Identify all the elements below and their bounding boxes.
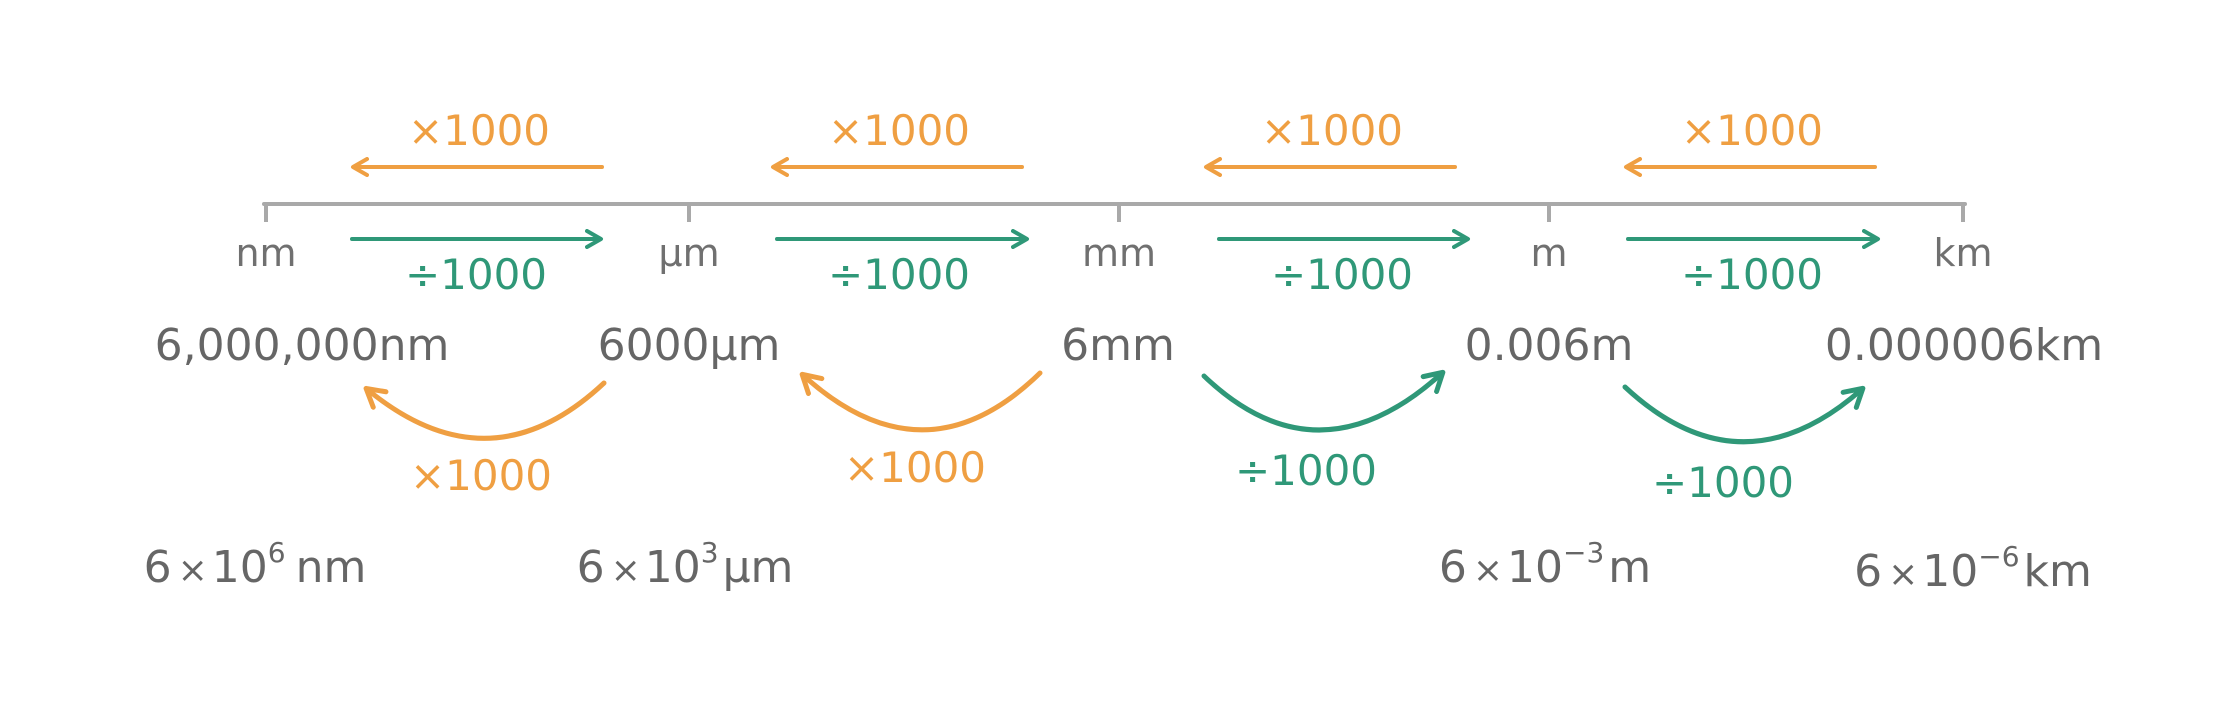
- curved-arrow-divide: [1622, 384, 1866, 445]
- curved-arrow-label: ×1000: [410, 451, 552, 500]
- unit-label-um: μm: [658, 231, 719, 275]
- bottom-arrow-label: ÷1000: [1681, 250, 1823, 299]
- sci-notation-km: 6×10−6km: [1854, 540, 2092, 597]
- unit-label-m: m: [1530, 231, 1567, 275]
- top-arrow-label: ×1000: [1261, 106, 1403, 155]
- unit-labels: nm μm mm m km: [235, 231, 1992, 275]
- curved-arrows: ×1000 ×1000 ÷1000 ÷1000: [363, 369, 1866, 507]
- bottom-arrow-label: ÷1000: [405, 250, 547, 299]
- value-um: 6000μm: [598, 320, 781, 371]
- sci-notation-um: 6×103μm: [577, 536, 794, 593]
- bottom-arrow-label: ÷1000: [1271, 250, 1413, 299]
- top-arrows: ×1000 ×1000 ×1000 ×1000: [351, 106, 1877, 177]
- curved-arrow-divide: [1201, 369, 1446, 433]
- curved-arrow-label: ×1000: [844, 443, 986, 492]
- value-km: 0.000006km: [1825, 320, 2103, 371]
- scale-line-group: [262, 202, 1967, 222]
- value-row: 6,000,000nm 6000μm 6mm 0.006m 0.000006km: [155, 320, 2103, 371]
- bottom-arrow-label: ÷1000: [828, 250, 970, 299]
- bottom-arrows: ÷1000 ÷1000 ÷1000 ÷1000: [350, 229, 1880, 299]
- sci-notation-m: 6×10−3m: [1439, 536, 1651, 593]
- value-mm: 6mm: [1061, 320, 1175, 371]
- top-arrow-label: ×1000: [1681, 106, 1823, 155]
- curved-arrow-multiply: [799, 370, 1043, 433]
- value-nm: 6,000,000nm: [155, 320, 450, 371]
- unit-label-km: km: [1933, 231, 1992, 275]
- unit-label-mm: mm: [1082, 231, 1156, 275]
- top-arrow-label: ×1000: [828, 106, 970, 155]
- curved-arrow-multiply: [363, 380, 607, 441]
- value-m: 0.006m: [1465, 320, 1634, 371]
- curved-arrow-label: ÷1000: [1235, 446, 1377, 495]
- curved-arrow-label: ÷1000: [1652, 458, 1794, 507]
- unit-label-nm: nm: [235, 231, 296, 275]
- top-arrow-label: ×1000: [408, 106, 550, 155]
